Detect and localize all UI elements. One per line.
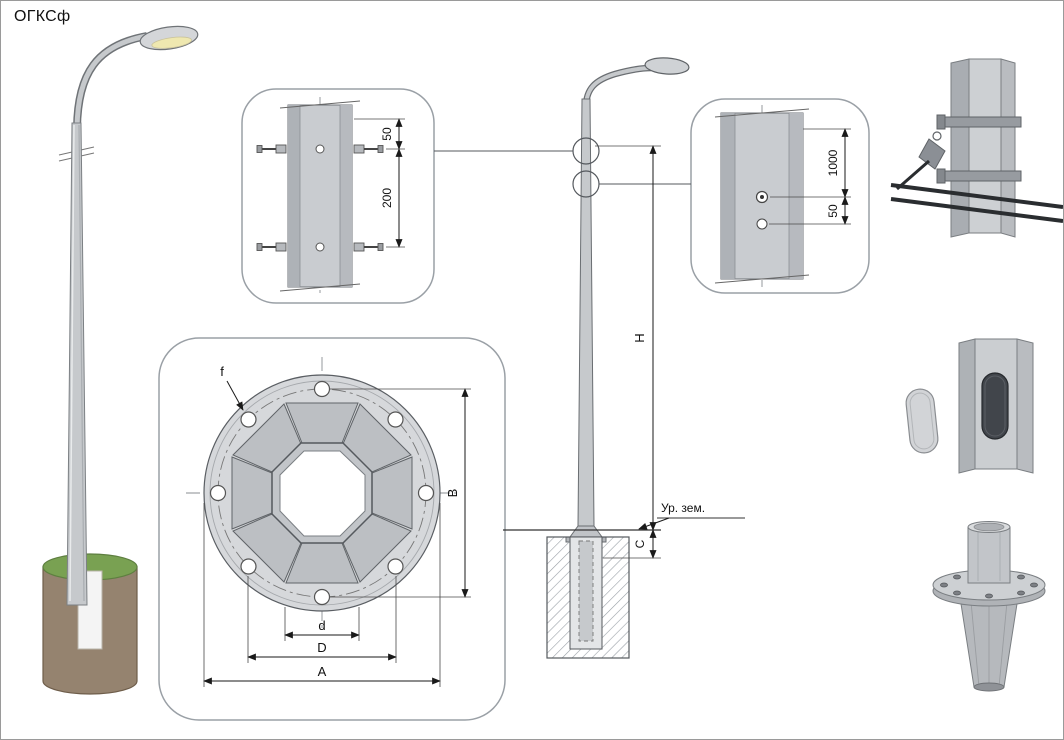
cables [890, 159, 1063, 223]
dim-label-B: B [445, 489, 460, 498]
foundation-3d [42, 553, 138, 695]
pole-3d-render [42, 25, 199, 695]
tube-octagon-inner [279, 450, 366, 537]
dim-outer-dia: A [203, 503, 441, 687]
dim-hole-dia: f [220, 364, 244, 411]
detail-box-flange: f B d D [158, 337, 506, 721]
band-clamp-upper [936, 114, 1022, 130]
flange-base-3d [932, 521, 1046, 692]
dim-label-50-side: 50 [826, 204, 840, 218]
dim-label-D: D [317, 640, 326, 655]
dim-embed: C [603, 529, 661, 559]
dim-label-C: C [633, 539, 647, 548]
clamp-bolts-row1 [256, 144, 384, 154]
handhole-opening [981, 372, 1009, 440]
dim-bolt-circle-dia: D [247, 576, 397, 663]
dim-clamp-offset: 50 200 [354, 118, 405, 248]
dim-label-200: 200 [380, 188, 394, 208]
clamp-bolts-row2 [256, 242, 384, 252]
page-title: ОГКСф [14, 8, 71, 25]
detail-box-ground-bolt: 1000 50 [690, 98, 870, 294]
base-flange-holes [940, 574, 1038, 599]
dim-inner-dia: d [284, 607, 360, 641]
ground-hole [756, 218, 768, 230]
dim-ground-bolt: 1000 50 [769, 128, 851, 225]
dim-height: H [595, 145, 661, 531]
dim-label-1000: 1000 [826, 149, 840, 176]
band-clamp-lower [936, 168, 1022, 184]
detail-box-clamp: 50 200 [241, 88, 435, 304]
ground-level-label: Ур. зем. [661, 501, 705, 515]
elevation-drawing: H C Ур. зем. [434, 57, 745, 659]
cable-clamp-3d [890, 58, 1063, 238]
dim-label-d: d [318, 618, 325, 633]
dim-label-50-top: 50 [380, 127, 394, 141]
flange-gussets [231, 402, 413, 584]
wedge-clamp [918, 131, 946, 170]
flange-bolt-holes [209, 380, 435, 606]
foundation-section [546, 536, 630, 659]
dim-bolt-span: B [330, 388, 471, 598]
ground-level-note: Ур. зем. [638, 501, 745, 530]
handhole-3d [905, 338, 1034, 474]
dim-label-A: A [318, 664, 327, 679]
dim-label-H: H [632, 333, 647, 342]
luminaire-elevation [644, 57, 690, 75]
dim-label-f: f [220, 364, 224, 379]
luminaire-3d [139, 25, 199, 51]
handhole-cover [905, 388, 939, 454]
